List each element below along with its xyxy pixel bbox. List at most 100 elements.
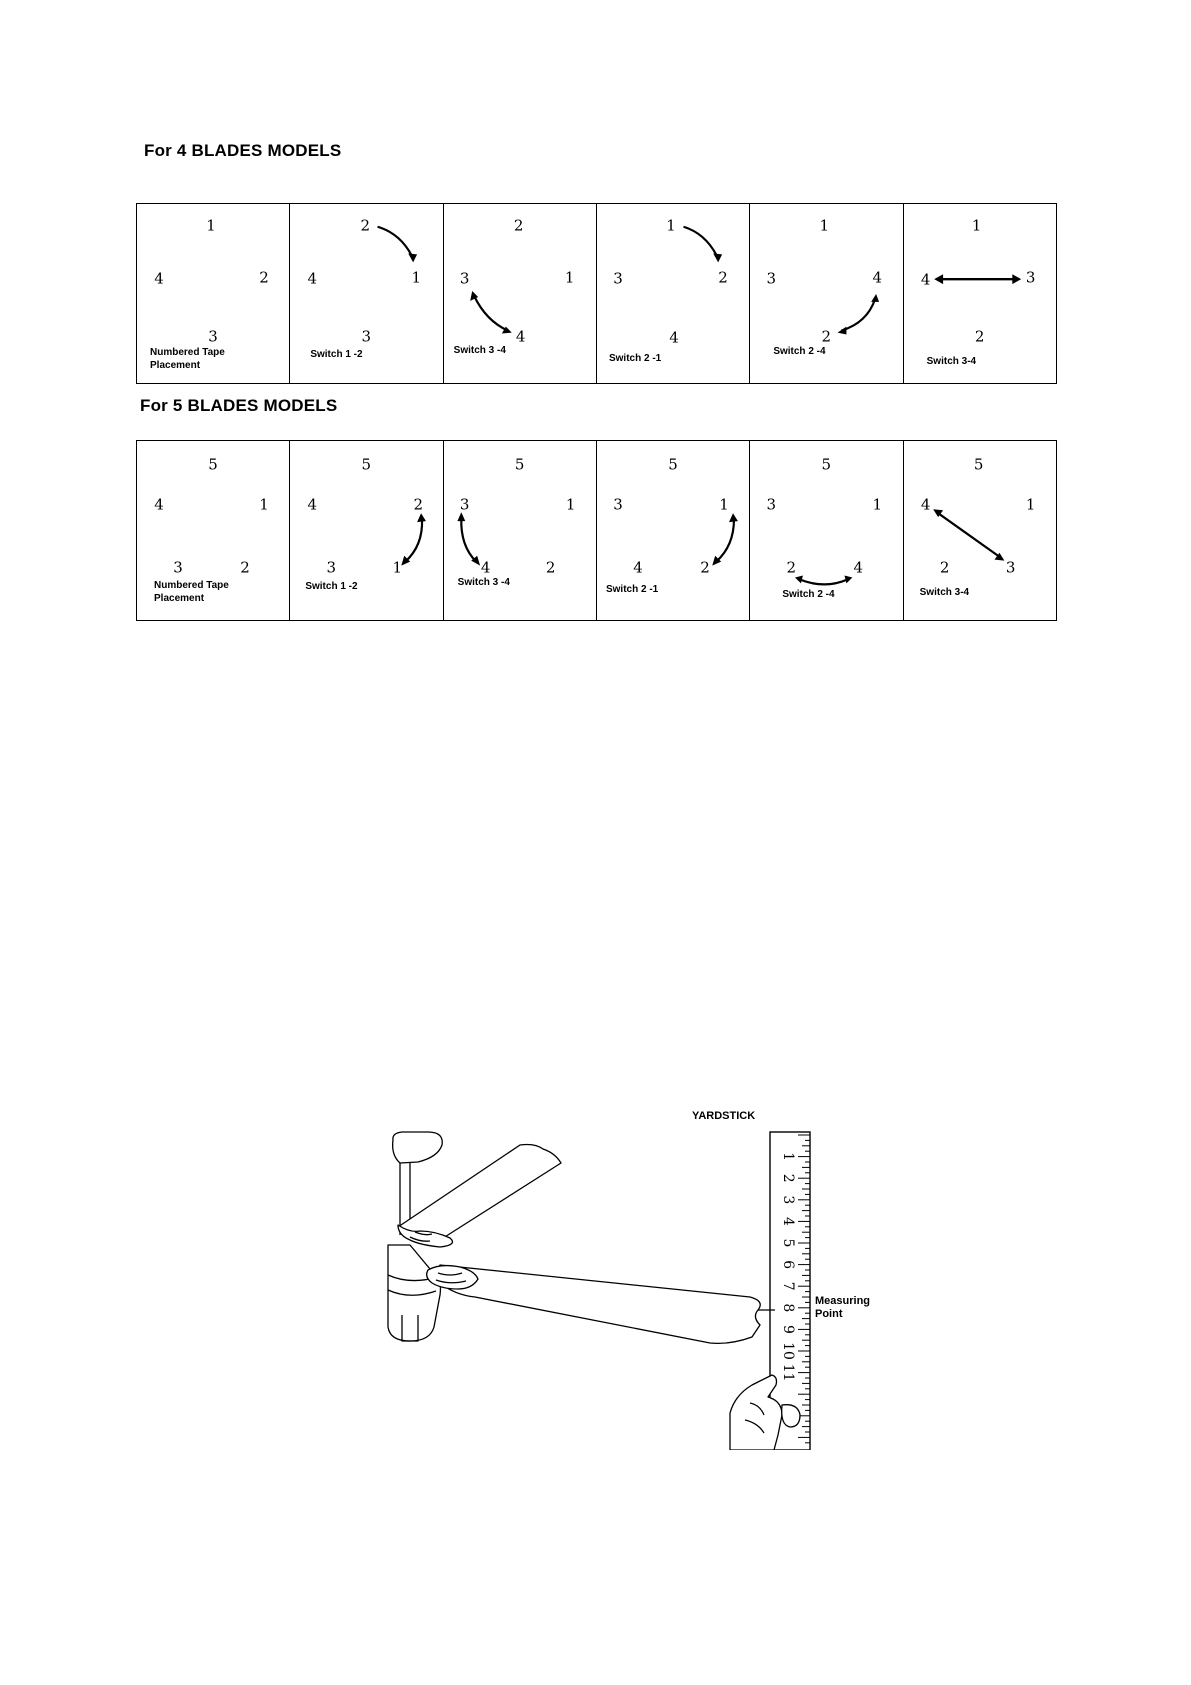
panel-caption: Switch 3-4 [919,587,970,598]
main-blade [439,1264,761,1345]
blade-number-bottom-left: 2 [939,558,950,577]
blade-number-left: 4 [154,269,164,288]
ruler-number: 10 [780,1342,796,1360]
hand-thumb [781,1404,801,1428]
blade-number-bottom-right: 4 [853,558,864,577]
blade-number-right: 1 [259,495,269,514]
blade-number-bottom: 3 [208,327,218,346]
hand [729,1374,801,1450]
four-blade-panel-switch-3-4: 2 3 1 4 Switch 3 -4 [442,204,596,383]
blade-number-bottom: 4 [669,328,679,347]
blade-number-top: 5 [668,455,678,474]
swap-arrow-head [795,575,804,584]
four-blades-panel-row: 1 4 2 3 Numbered Tape Placement 2 4 1 3 … [136,203,1057,384]
swap-arrow-head [1011,274,1021,285]
swap-arrow-head [501,326,512,334]
blade-number-bottom: 2 [821,327,832,346]
five-blade-panel-switch-3-4: 5 3 1 4 2 Switch 3 -4 [442,441,596,620]
blade-number-left: 3 [613,269,623,288]
blade-number-top: 5 [514,455,525,474]
blade-number-top: 5 [208,455,218,474]
blade-number-left: 3 [766,495,777,514]
four-blade-panel-switch-1-2: 2 4 1 3 Switch 1 -2 [289,204,442,383]
blade-number-bottom-left: 4 [480,558,491,577]
hand-fingers [744,1402,765,1434]
blade-number-top: 1 [971,216,982,235]
ruler-number: 6 [780,1260,796,1269]
five-blade-panel-switch-1-2: 5 4 2 3 1 Switch 1 -2 [289,441,442,620]
blade-number-bottom-left: 3 [173,558,183,577]
measuring-point-label: Measuring Point [815,1295,871,1320]
blade-number-right: 1 [872,495,883,514]
panel-caption: Numbered Tape Placement [150,347,225,371]
blade-number-left: 4 [920,495,931,514]
blade-number-top: 5 [361,455,372,474]
swap-arrow-head [844,575,853,584]
swap-arrow-path [937,512,1000,558]
swap-arrow-path [715,519,736,563]
ruler-number: 4 [780,1217,796,1226]
five-blades-title: For 5 BLADES MODELS [140,396,338,415]
ruler-number: 8 [780,1303,796,1312]
swap-arrow-path [377,225,415,259]
ruler-number: 5 [780,1239,796,1248]
blade-number-bottom-right: 3 [1005,558,1016,577]
ruler-number: 3 [780,1195,796,1204]
hand-palm [729,1374,783,1450]
swap-arrow-head [713,253,723,263]
ruler-number: 1 [780,1152,796,1161]
blade-number-left: 4 [307,269,318,288]
blade-number-top: 5 [973,455,984,474]
five-blade-panel-tape-placement: 5 4 1 3 2 Numbered Tape Placement [137,441,289,620]
swap-arrow-head [408,253,418,263]
blade-number-right: 1 [1025,495,1036,514]
swap-arrow-head [469,291,478,301]
blade-number-left: 3 [459,495,470,514]
ruler-number: 11 [780,1364,796,1382]
swap-arrow-path [683,225,720,259]
blade-number-bottom-left: 4 [633,558,643,577]
blade-number-bottom: 4 [515,327,526,346]
blade-number-right: 3 [1025,268,1036,287]
blade-number-top: 5 [821,455,832,474]
swap-arrow-path [799,578,849,586]
blade-number-bottom-left: 3 [326,558,337,577]
panel-caption: Switch 1 -2 [310,349,363,360]
blade-number-right: 2 [413,495,424,514]
swap-arrow-path [404,519,424,563]
blade-number-right: 2 [259,268,269,287]
switch-housing [401,1315,419,1342]
swap-arrow-head [994,552,1005,561]
panel-caption: Switch 3 -4 [457,577,510,588]
four-blade-panel-tape-placement: 1 4 2 3 Numbered Tape Placement [137,204,289,383]
blade-number-left: 3 [613,495,623,514]
five-blade-panel-switch-3-4-diagonal: 5 4 1 2 3 Switch 3-4 [902,441,1056,620]
blade-number-right: 1 [564,268,575,287]
main-iron-detail [435,1272,467,1284]
blade-number-bottom: 2 [974,327,985,346]
panel-caption: Switch 2 -4 [782,589,835,600]
yardstick-label: YARDSTICK [692,1110,756,1122]
blade-number-bottom-right: 1 [392,558,403,577]
panel-caption: Switch 2 -4 [773,346,826,357]
swap-arrow-head [871,293,880,302]
fan-canopy [392,1131,443,1164]
five-blade-panel-switch-2-4: 5 3 1 2 4 Switch 2 -4 [749,441,902,620]
swap-arrow-path [472,295,508,332]
swap-arrow-head [932,509,943,518]
swap-arrow-head [417,513,427,523]
ruler-number: 2 [780,1174,796,1183]
panel-caption: Switch 3-4 [926,356,977,367]
blade-number-right: 1 [411,268,422,287]
main-blade-iron [426,1264,479,1290]
blade-number-left: 3 [766,269,777,288]
swap-arrow-head [837,326,847,335]
four-blade-panel-switch-2-1: 1 3 2 4 Switch 2 -1 [595,204,749,383]
five-blades-panel-row: 5 4 1 3 2 Numbered Tape Placement 5 4 2 … [136,440,1057,621]
upper-blade-iron [397,1224,454,1248]
swap-arrow-head [457,512,465,522]
ruler-number: 9 [780,1325,796,1334]
panel-caption: Switch 2 -1 [608,353,662,364]
five-blade-panel-switch-2-1: 5 3 1 4 2 Switch 2 -1 [595,441,749,620]
